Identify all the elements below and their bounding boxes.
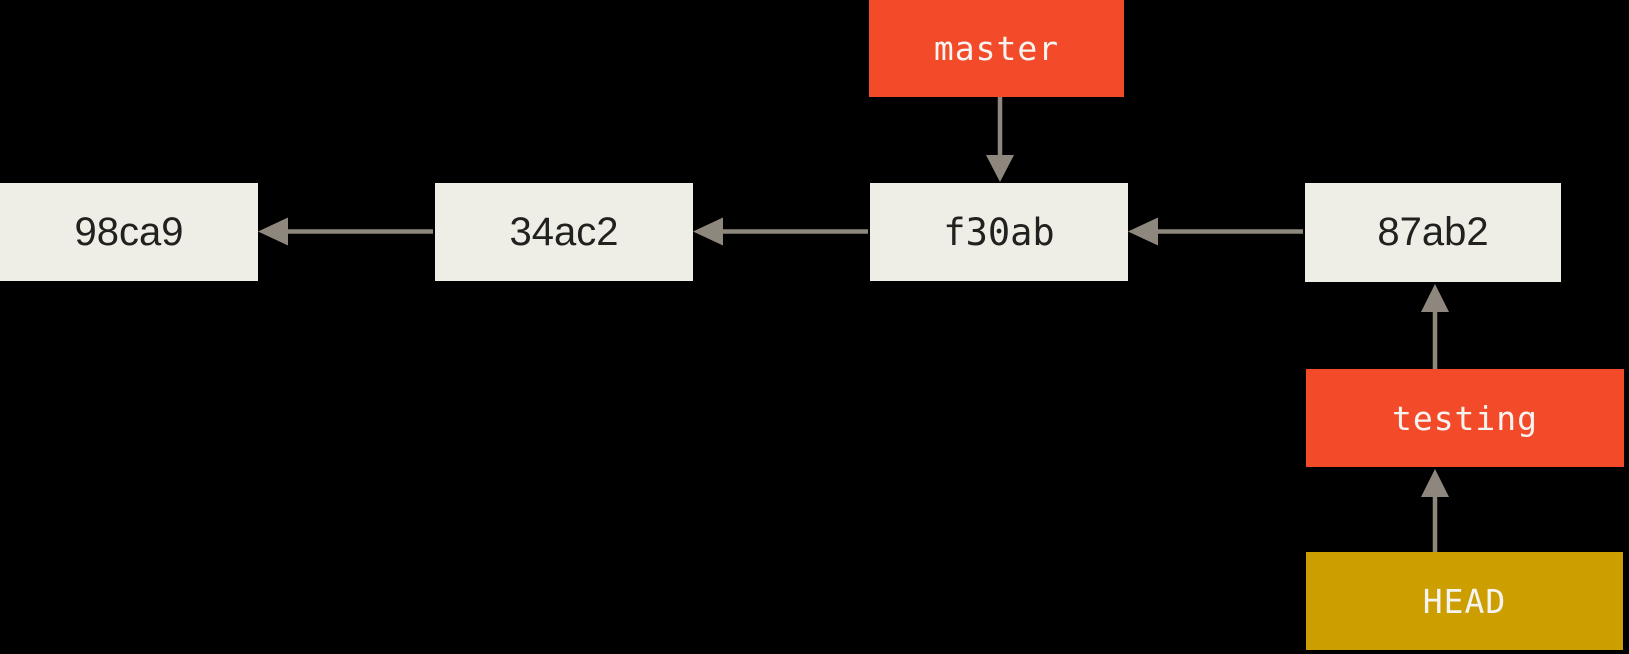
arrow-f30ab-to-34ac2 bbox=[693, 217, 868, 246]
arrow-head-to-testing bbox=[1421, 469, 1449, 553]
commit-box-34ac2: 34ac2 bbox=[435, 183, 693, 281]
commit-box-87ab2: 87ab2 bbox=[1305, 183, 1561, 282]
commit-box-f30ab: f30ab bbox=[870, 183, 1128, 281]
arrow-87ab2-to-f30ab bbox=[1128, 217, 1303, 246]
arrow-34ac2-to-98ca9 bbox=[258, 217, 433, 246]
arrow-testing-to-87ab2 bbox=[1421, 284, 1449, 370]
branch-label-master: master bbox=[869, 0, 1124, 97]
commit-box-98ca9: 98ca9 bbox=[0, 183, 258, 281]
head-label: HEAD bbox=[1306, 552, 1623, 650]
arrow-master-to-f30ab bbox=[986, 96, 1014, 182]
branch-label-testing: testing bbox=[1306, 369, 1624, 467]
